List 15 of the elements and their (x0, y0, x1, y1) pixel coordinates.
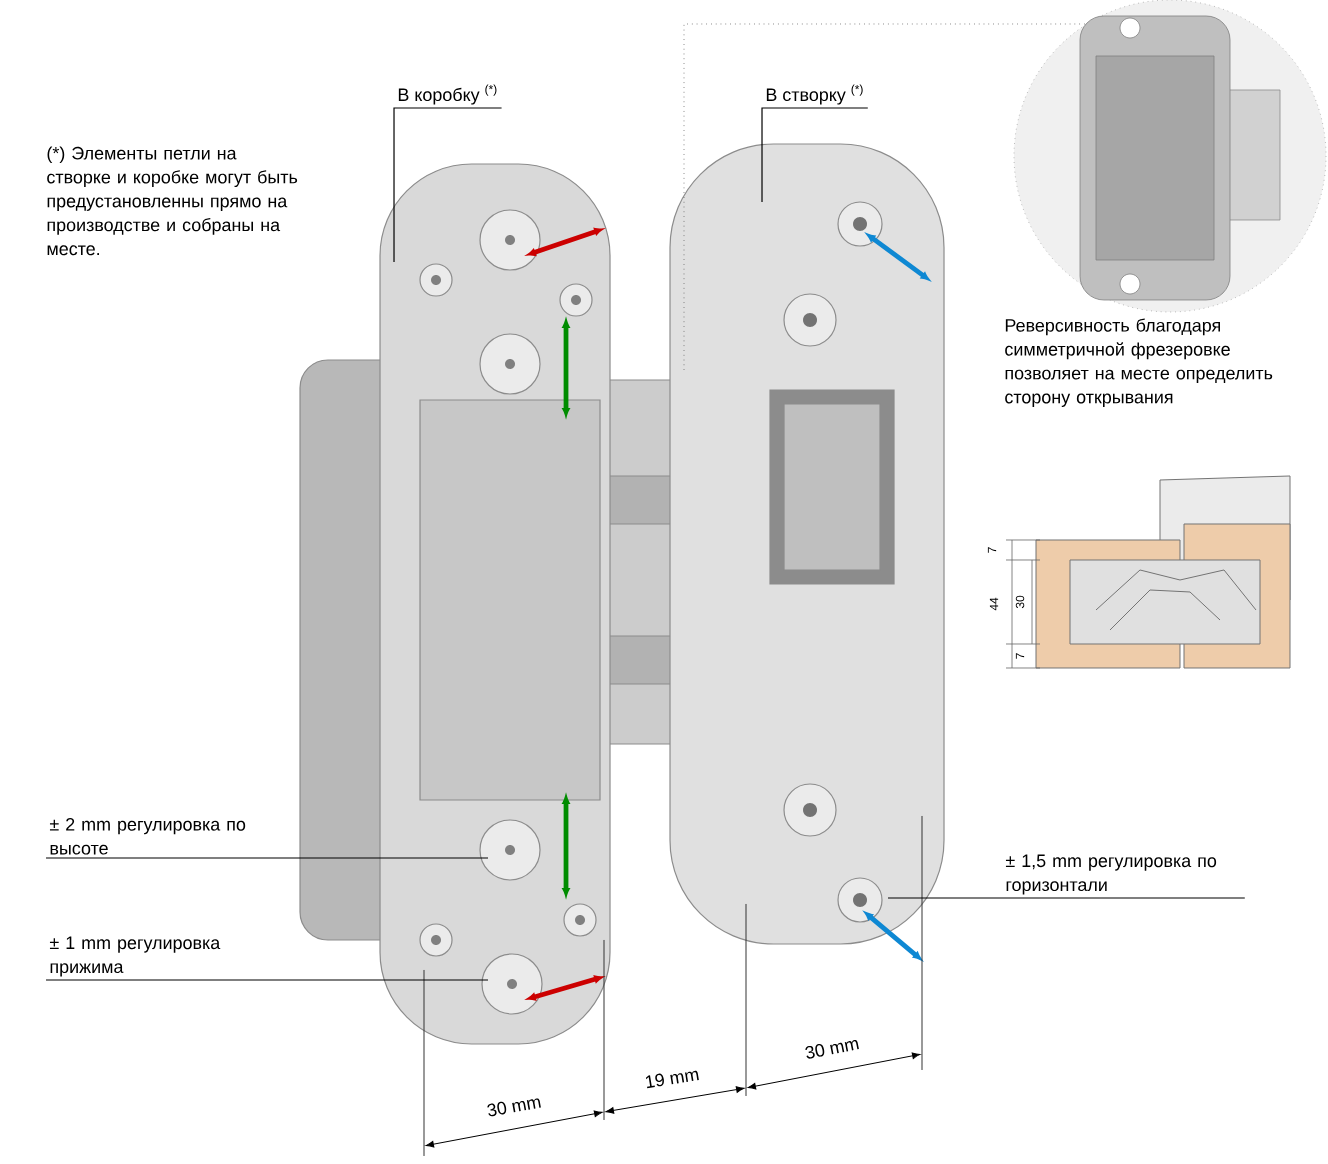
leader-line (761, 107, 869, 203)
leader-line (393, 107, 503, 263)
callout-text: ± 1 mm регулировка прижима (49, 936, 221, 977)
dimension-label: 30 mm (487, 1098, 541, 1117)
dimension-label: 19 mm (645, 1070, 699, 1089)
description-text: Реверсивность благодаря симметричной фрезеровке позволяет на месте определить сторону открывания (1005, 318, 1273, 407)
leader-line (45, 857, 489, 859)
callout-text: В коробку $^{(*)}$ (398, 84, 497, 105)
note-text: (*) Элементы петли на створке и коробке могут быть предустановленны прямо на производстве и собраны на месте. (47, 146, 298, 256)
callout-text: ± 1,5 mm регулировка по горизонтали (1005, 854, 1217, 895)
dimension-label: 30 mm (805, 1040, 859, 1059)
leader-line (887, 897, 1246, 899)
leader-line (45, 979, 489, 981)
callout-text: В створку $^{(*)}$ (766, 84, 863, 105)
callout-text: ± 2 mm регулировка по высоте (49, 818, 246, 855)
